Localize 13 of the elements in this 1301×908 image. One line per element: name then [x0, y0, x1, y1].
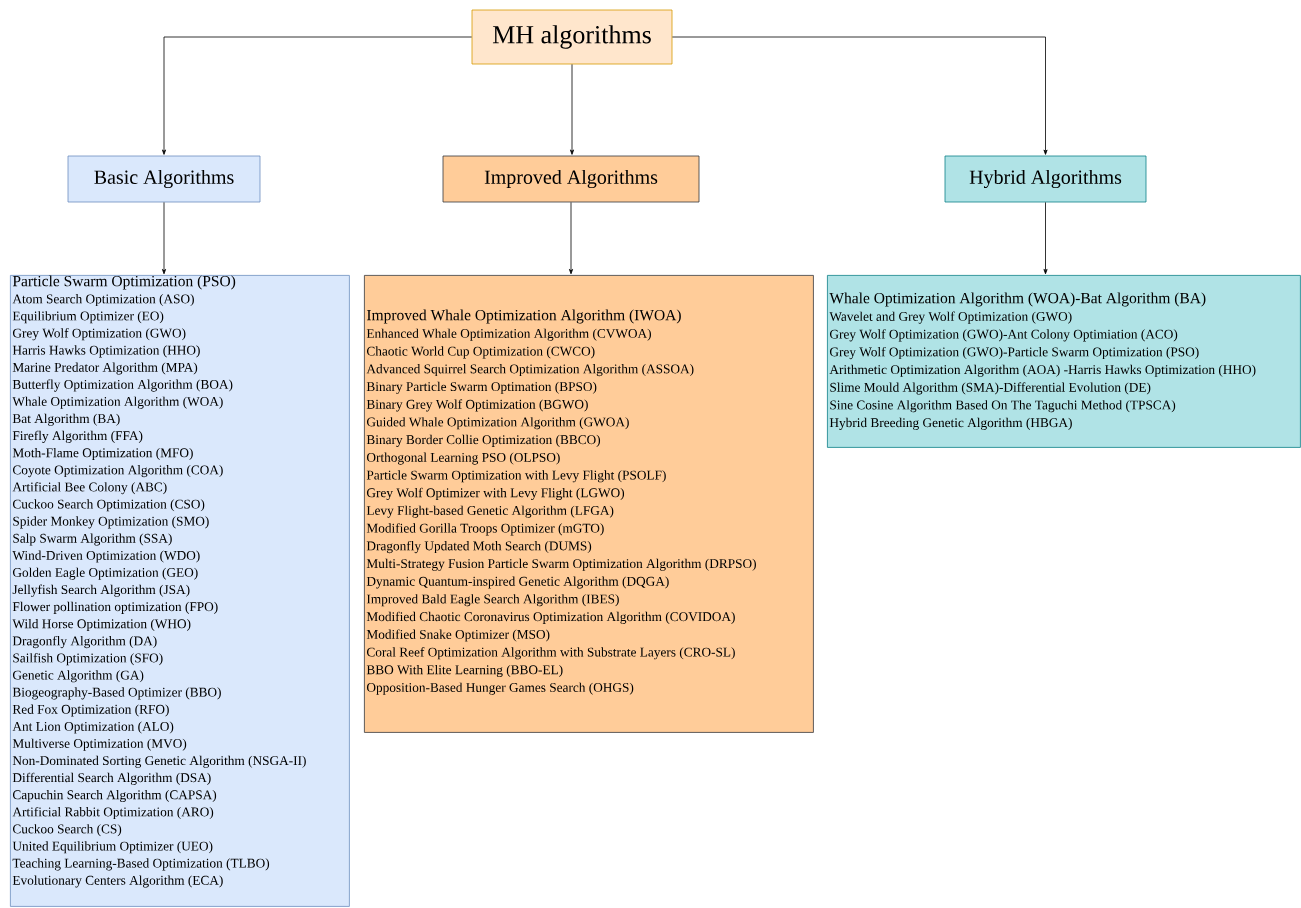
arrow	[570, 64, 574, 155]
arrow	[1043, 202, 1048, 275]
arrow	[162, 36, 472, 155]
category-box: Basic Algorithms	[67, 155, 261, 203]
arrow	[672, 36, 1048, 155]
algorithm-list-box: Improved Whale Optimization Algorithm (IWOA) Enhanced Whale Optimization Algorithm (CVWOA) Chaotic World Cup Optimization (CWCO) Advanced Squirrel Search Optimization Algorithm (ASSOA) Binary Particle Swarm Optimation (BPSO) Binary Grey Wolf Optimization (BGWO) Guided Whale Optimization Algorithm (GWOA) Binary Border Collie Optimization (BBCO) Orthogonal Learning PSO (OLPSO) Particle Swarm Optimization with Levy Flight (PSOLF) Grey Wolf Optimizer with Levy Flight (LGWO) Levy Flight-based Genetic Algorithm (LFGA) Modified Gorilla Troops Optimizer (mGTO) Dragonfly Updated Moth Search (DUMS) Multi-Strategy Fusion Particle Swarm Optimization Algorithm (DRPSO) Dynamic Quantum-inspired Genetic Algorithm (DQGA) Improved Bald Eagle Search Algorithm (IBES) Modified Chaotic Coronavirus Optimization Algorithm (COVIDOA) Modified Snake Optimizer (MSO) Coral Reef Optimization Algorithm with Substrate Layers (CRO-SL) BBO With Elite Learning (BBO-EL) Opposition-Based Hunger Games Search (OHGS)	[364, 275, 814, 733]
arrow	[569, 202, 573, 275]
algorithm-list-box: Whale Optimization Algorithm (WOA)-Bat Algorithm (BA) Wavelet and Grey Wolf Optimization (GWO) Grey Wolf Optimization (GWO)-Ant Colony Optimiation (ACO) Grey Wolf Optimization (GWO)-Particle Swarm Optimization (PSO) Arithmetic Optimization Algorithm (AOA) -Harris Hawks Optimization (HHO) Slime Mould Algorithm (SMA)-Differential Evolution (DE) Sine Cosine Algorithm Based On The Taguchi Method (TPSCA) Hybrid Breeding Genetic Algorithm (HBGA)	[827, 275, 1301, 448]
category-box: Improved Algorithms	[442, 155, 700, 203]
arrow	[162, 202, 166, 275]
category-box: Hybrid Algorithms	[944, 155, 1147, 203]
title-box: MH algorithms	[471, 9, 673, 65]
algorithm-list-box: Particle Swarm Optimization (PSO) Atom Search Optimization (ASO) Equilibrium Optimizer (EO) Grey Wolf Optimization (GWO) Harris Hawks Optimization (HHO) Marine Predator Algorithm (MPA) Butterfly Optimization Algorithm (BOA) Whale Optimization Algorithm (WOA) Bat Algorithm (BA) Firefly Algorithm (FFA) Moth-Flame Optimization (MFO) Coyote Optimization Algorithm (COA) Artificial Bee Colony (ABC) Cuckoo Search Optimization (CSO) Spider Monkey Optimization (SMO) Salp Swarm Algorithm (SSA) Wind-Driven Optimization (WDO) Golden Eagle Optimization (GEO) Jellyfish Search Algorithm (JSA) Flower pollination optimization (FPO) Wild Horse Optimization (WHO) Dragonfly Algorithm (DA) Sailfish Optimization (SFO) Genetic Algorithm (GA) Biogeography-Based Optimizer (BBO) Red Fox Optimization (RFO) Ant Lion Optimization (ALO) Multiverse Optimization (MVO) Non-Dominated Sorting Genetic Algorithm (NSGA-II) Differential Search Algorithm (DSA) Capuchin Search Algorithm (CAPSA) Artificial Rabbit Optimization (ARO) Cuckoo Search (CS) United Equilibrium Optimizer (UEO) Teaching Learning-Based Optimization (TLBO) Evolutionary Centers Algorithm (ECA)	[10, 275, 350, 907]
